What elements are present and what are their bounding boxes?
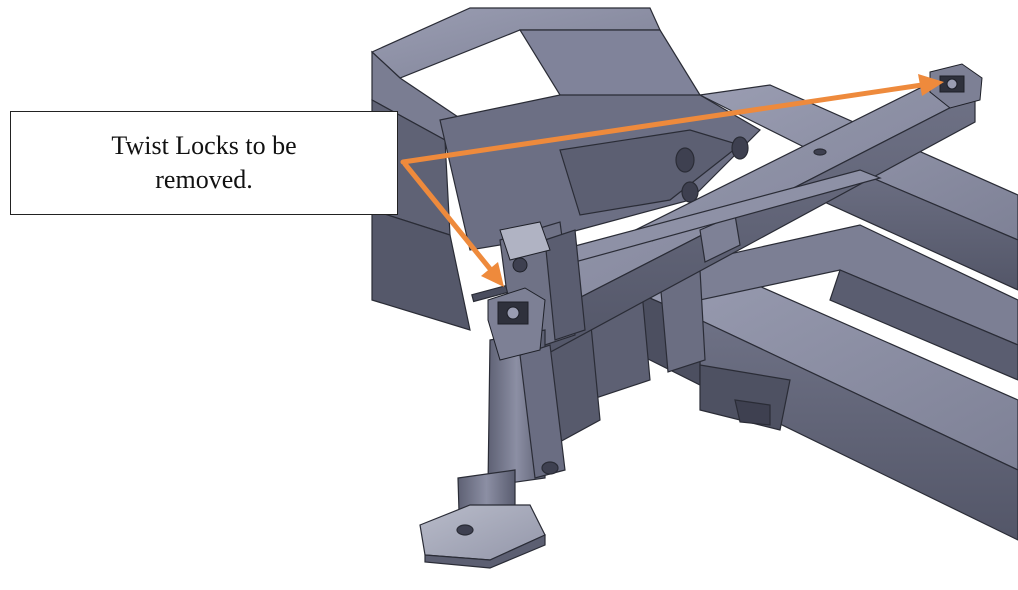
- twist-lock-rear: [929, 63, 983, 109]
- twist-lock-front: [487, 221, 551, 361]
- landing-leg: [419, 221, 586, 569]
- arrow-to-rear-twist-lock: [400, 74, 944, 165]
- callout-box: Twist Locks to be removed.: [10, 111, 398, 215]
- callout-text: Twist Locks to be removed.: [111, 131, 297, 194]
- callout-arrows: [400, 74, 944, 287]
- arrow-to-front-twist-lock: [402, 161, 504, 287]
- cross-beam: [493, 77, 977, 356]
